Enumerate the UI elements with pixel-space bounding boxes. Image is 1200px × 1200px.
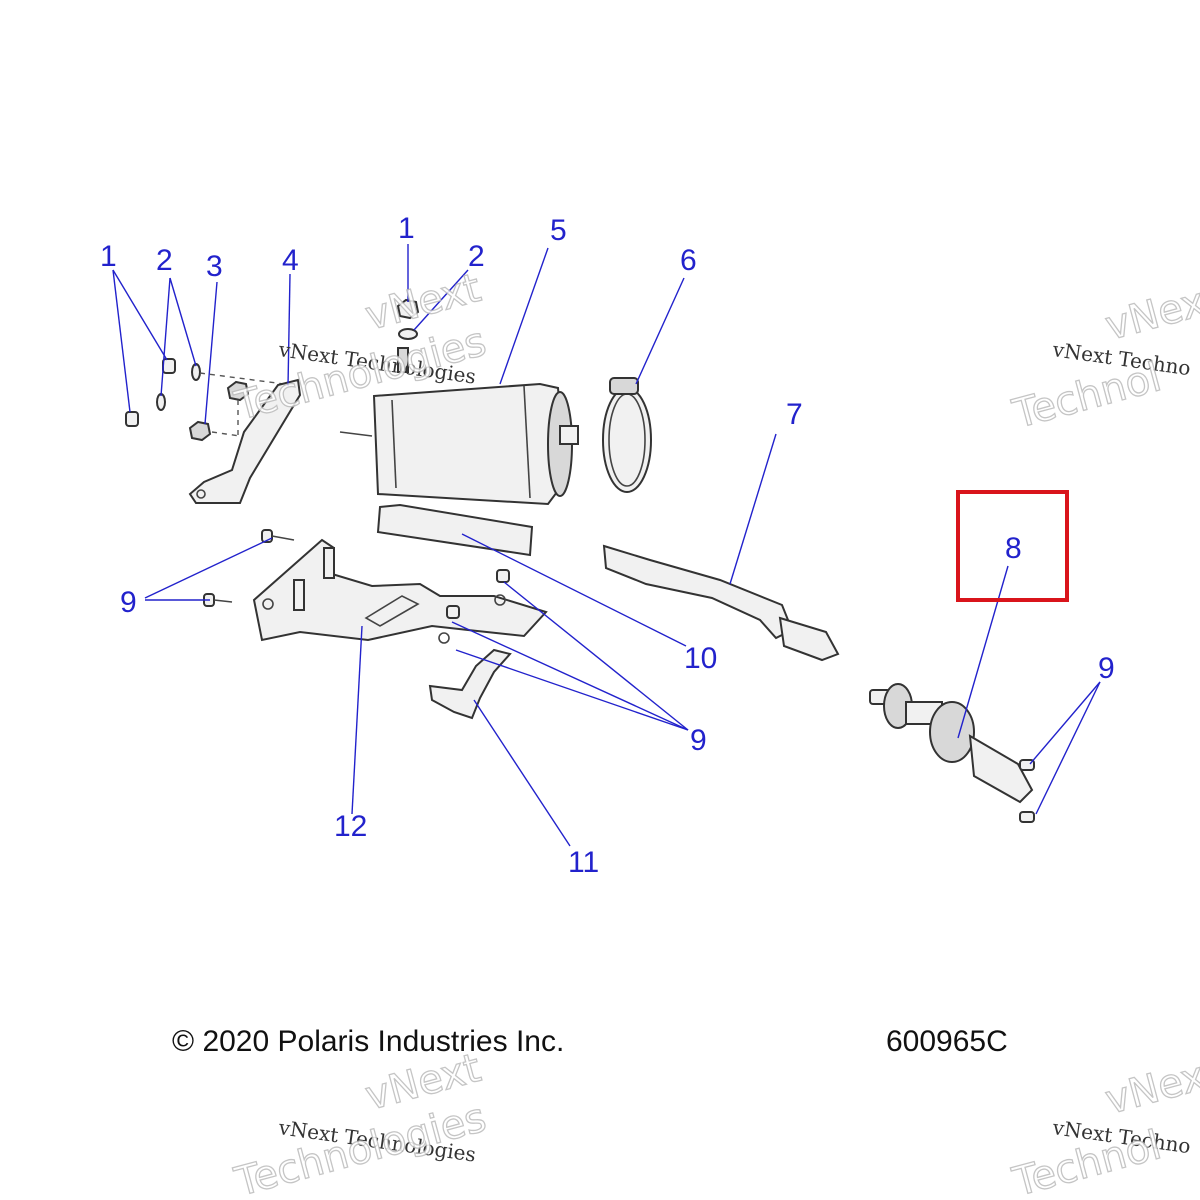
- bracket-4: [188, 378, 302, 504]
- watermark-big-technologies: Technol: [1008, 354, 1166, 438]
- drawing-number: 600965C: [886, 1025, 1008, 1058]
- watermark-big-vnext: vNext: [1101, 1049, 1200, 1124]
- boot-end: [778, 616, 840, 662]
- callout-5: 5: [550, 214, 567, 247]
- drive-gear: [968, 734, 1034, 804]
- nut-1-upper: [162, 358, 176, 374]
- callout-9-right: 9: [1098, 652, 1115, 685]
- nut-3: [188, 420, 212, 442]
- callout-12: 12: [334, 810, 367, 843]
- bracket-stud-lower: [293, 579, 305, 611]
- callout-6: 6: [680, 244, 697, 277]
- watermark-bottom-right: vNext vNext Techno Technol: [1007, 1048, 1200, 1200]
- watermark-big-vnext: vNext: [1101, 275, 1200, 350]
- motor-shaft: [339, 431, 373, 437]
- terminal-nut-1: [396, 298, 420, 320]
- left-hardware: [125, 358, 285, 442]
- copyright-notice: © 2020 Polaris Industries Inc.: [172, 1025, 565, 1058]
- drive-bolt-lower: [1019, 811, 1035, 823]
- callout-3: 3: [206, 250, 223, 283]
- nut-1-lower: [125, 411, 139, 427]
- callout-9-left: 9: [120, 586, 137, 619]
- motor-body: [372, 382, 568, 506]
- callout-8: 8: [1005, 532, 1022, 565]
- pad-10: [376, 503, 534, 557]
- nut-3-upper: [226, 380, 250, 402]
- clamp-screw: [609, 377, 639, 395]
- highlight-box: [956, 490, 1069, 602]
- clamp-6: [602, 377, 652, 493]
- watermark-top-right: vNext vNext Techno Technol: [1007, 274, 1200, 438]
- terminal-washer-2: [398, 328, 418, 340]
- bracket-hole: [196, 489, 206, 499]
- callout-4: 4: [282, 244, 299, 277]
- callout-1-motor: 1: [398, 212, 415, 245]
- clip-11: [428, 648, 512, 720]
- callout-2-left: 2: [156, 244, 173, 277]
- washer-2-upper: [191, 363, 201, 381]
- callout-11: 11: [568, 846, 599, 879]
- starter-drive-8: [869, 683, 1035, 823]
- callout-7: 7: [786, 398, 803, 431]
- callout-2-motor: 2: [468, 240, 485, 273]
- boot-body: [602, 544, 794, 640]
- watermark-bottom-left: vNext vNext Technologies Technologies: [229, 1044, 491, 1200]
- bracket-stud-upper: [323, 547, 335, 579]
- bolts-9-left: [203, 529, 510, 619]
- clamp-band: [602, 387, 652, 493]
- callout-10: 10: [684, 642, 717, 675]
- boot-7: [602, 544, 840, 662]
- starter-motor-5: [339, 298, 579, 506]
- motor-output-shaft: [559, 425, 579, 445]
- drive-clutch: [929, 701, 975, 763]
- callout-9-center: 9: [690, 724, 707, 757]
- washer-2-lower: [156, 393, 166, 411]
- watermark-big-technologies: Technologies: [230, 1095, 491, 1200]
- callout-1-left: 1: [100, 240, 117, 273]
- leader-lines: [112, 244, 1101, 847]
- motor-terminal: [397, 347, 409, 373]
